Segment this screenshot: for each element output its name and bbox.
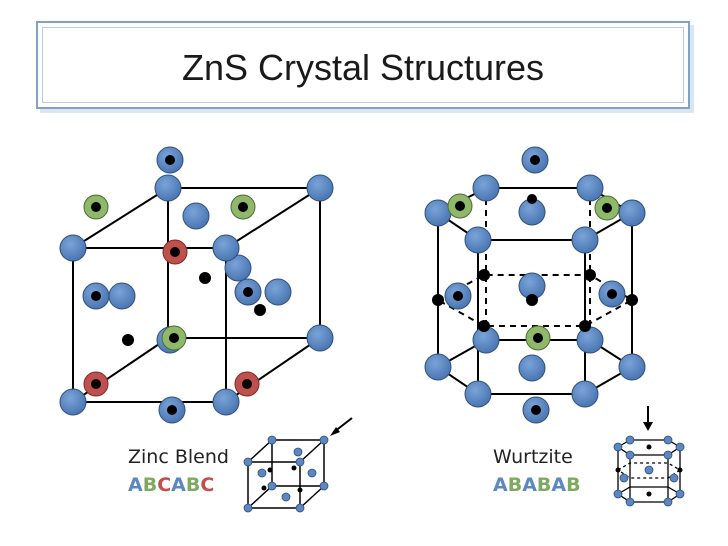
sequence-letter: B xyxy=(536,474,552,496)
sequence-letter: B xyxy=(185,474,201,496)
sequence-letter: C xyxy=(200,474,215,496)
sequence-letter: A xyxy=(128,474,143,496)
sequence-letter: C xyxy=(157,474,172,496)
zinc-blend-atoms xyxy=(59,146,334,424)
zinc-blend-thumbnail xyxy=(243,435,329,513)
sequence-letter: A xyxy=(551,474,567,496)
sequence-letter: B xyxy=(142,474,158,496)
sequence-letter: A xyxy=(171,474,186,496)
zinc-blend-arrow-icon xyxy=(330,417,353,436)
zinc-blend-label: Zinc Blend xyxy=(128,446,229,468)
page-title: ZnS Crystal Structures xyxy=(181,47,545,88)
wurtzite-sequence: ABABAB xyxy=(493,474,581,496)
sequence-letter: A xyxy=(493,474,508,496)
wurtzite-thumbnail xyxy=(613,435,685,507)
sequence-letter: A xyxy=(522,474,537,496)
wurtzite-arrow-icon xyxy=(643,406,653,431)
title-box: ZnS Crystal Structures xyxy=(36,21,690,109)
sequence-letter: B xyxy=(507,474,523,496)
zinc-blend-sequence: ABCABC xyxy=(128,474,214,496)
wurtzite-atoms xyxy=(424,146,646,424)
wurtzite-label: Wurtzite xyxy=(493,446,573,468)
sequence-letter: B xyxy=(566,474,581,496)
